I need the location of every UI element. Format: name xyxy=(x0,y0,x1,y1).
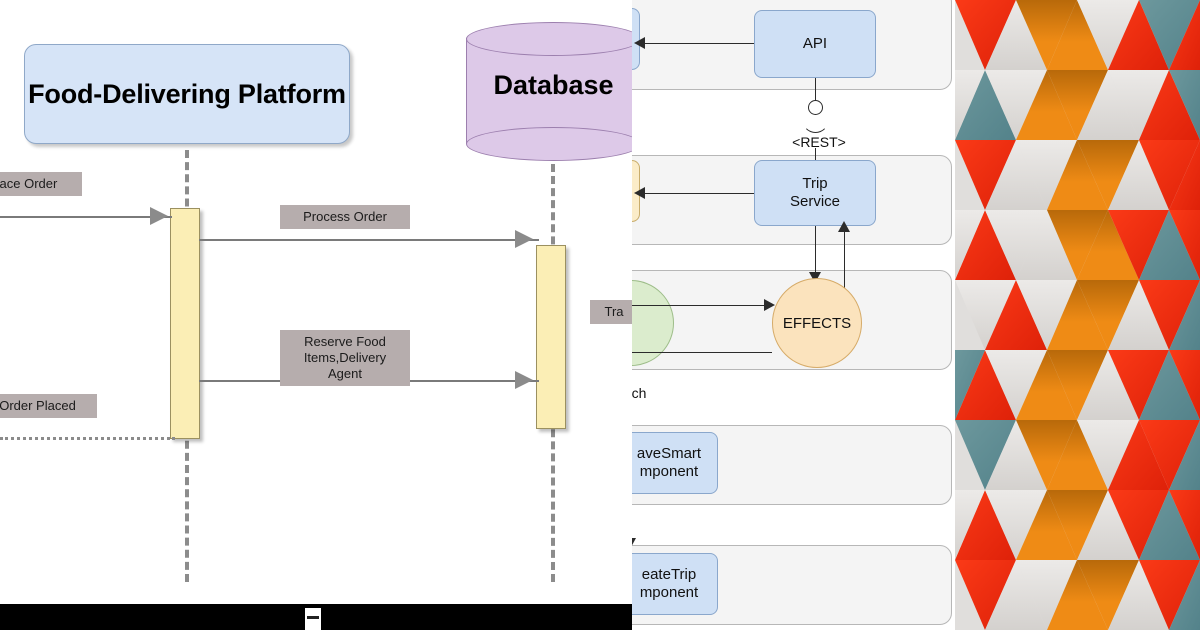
arrow-head-reserve-food xyxy=(515,371,533,389)
message-arrow-place-order xyxy=(0,216,172,218)
node-create-trip-component: eateTrip mponent xyxy=(632,553,718,615)
cylinder-bottom-ellipse xyxy=(466,127,632,161)
message-label-tra: Tra xyxy=(590,300,632,324)
arrow-head-api-to-left xyxy=(634,37,645,49)
sequence-diagram-panel: Food-Delivering Platform Database lace O… xyxy=(0,22,632,630)
architecture-diagram-panel: API <REST> Trip Service EFFECTS atch ave… xyxy=(632,0,955,630)
activation-bar-database xyxy=(536,245,566,429)
actor-food-delivering-platform: Food-Delivering Platform xyxy=(24,44,350,144)
connector-trip-service-to-effects xyxy=(815,226,816,272)
geometric-pattern-panel xyxy=(955,0,1200,630)
actor-database: Database xyxy=(466,22,632,161)
sequence-diagram-canvas: Food-Delivering Platform Database lace O… xyxy=(0,22,632,630)
arrow-effects-to-green xyxy=(632,352,772,353)
arrow-head-place-order xyxy=(150,207,168,225)
dispatch-label: atch xyxy=(632,385,647,401)
socket-arc-icon xyxy=(802,120,829,133)
connector-api-to-rest xyxy=(815,78,816,103)
arrow-head-trip-service-to-effects xyxy=(809,272,821,283)
arrow-head-green-to-effects xyxy=(764,299,775,311)
node-save-smart-component: aveSmart mponent xyxy=(632,432,718,494)
arrow-api-to-left xyxy=(642,43,754,44)
video-control-glyph-icon xyxy=(305,608,321,630)
message-label-place-order: lace Order xyxy=(0,172,82,196)
node-api: API xyxy=(754,10,876,78)
cylinder-top-ellipse xyxy=(466,22,632,56)
message-arrow-process-order xyxy=(199,239,539,241)
arrow-head-save-smart-to-create-trip xyxy=(632,538,636,549)
connector-rest-to-trip-service xyxy=(815,148,816,162)
rest-interface-icon xyxy=(802,100,830,133)
message-label-order-placed: Order Placed xyxy=(0,394,97,418)
arrow-head-trip-service-to-left xyxy=(634,187,645,199)
arrow-head-effects-to-trip-service xyxy=(838,221,850,232)
message-label-reserve-food: Reserve Food Items,Delivery Agent xyxy=(280,330,410,386)
database-label: Database xyxy=(493,70,614,100)
activation-bar-platform xyxy=(170,208,200,439)
node-effects: EFFECTS xyxy=(772,278,862,368)
arrow-green-to-effects xyxy=(632,305,770,306)
return-arrow-order-placed xyxy=(0,437,175,440)
node-trip-service: Trip Service xyxy=(754,160,876,226)
triangle-pattern-svg xyxy=(955,0,1200,630)
arrow-trip-service-to-left xyxy=(642,193,754,194)
rest-label: <REST> xyxy=(792,134,846,150)
message-label-process-order: Process Order xyxy=(280,205,410,229)
arrow-head-process-order xyxy=(515,230,533,248)
ball-circle-icon xyxy=(808,100,823,115)
connector-effects-to-trip-service xyxy=(844,228,845,308)
